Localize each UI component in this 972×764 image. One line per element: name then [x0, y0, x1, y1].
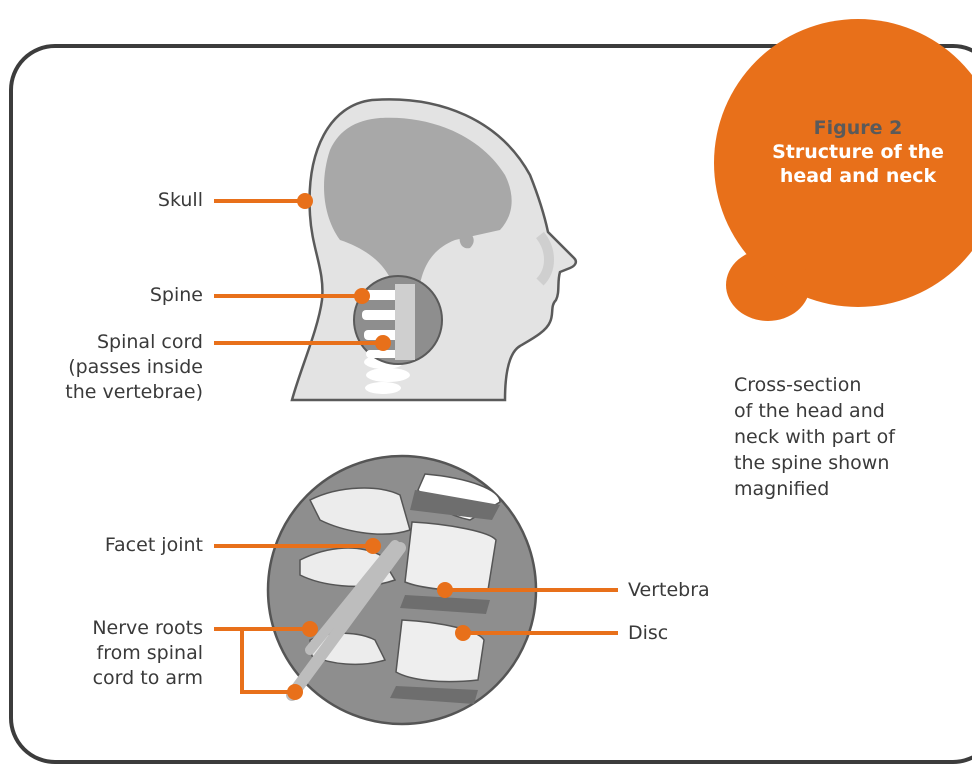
- label-vertebra: Vertebra: [628, 578, 710, 603]
- label-nerve-roots-line-3: cord to arm: [92, 666, 203, 691]
- figure-title-line-2: head and neck: [728, 164, 972, 188]
- figure-number: Figure 2: [728, 116, 972, 140]
- caption-line-2: of the head and: [734, 398, 954, 424]
- caption-line-1: Cross-section: [734, 372, 954, 398]
- label-skull: Skull: [158, 188, 203, 213]
- label-nerve-roots-line-1: Nerve roots: [92, 616, 203, 641]
- caption-line-3: neck with part of: [734, 424, 954, 450]
- caption-line-5: magnified: [734, 476, 954, 502]
- neck-magnifier: [354, 276, 442, 364]
- label-disc: Disc: [628, 621, 668, 646]
- label-facet-joint: Facet joint: [105, 533, 203, 558]
- label-spinal-cord-line-3: the vertebrae): [65, 380, 203, 405]
- label-spinal-cord: Spinal cord (passes inside the vertebrae…: [65, 330, 203, 405]
- head-silhouette: [292, 99, 576, 400]
- caption-line-4: the spine shown: [734, 450, 954, 476]
- label-nerve-roots-line-2: from spinal: [92, 641, 203, 666]
- figure-caption: Cross-section of the head and neck with …: [734, 372, 954, 502]
- figure-title: Figure 2 Structure of the head and neck: [728, 116, 972, 188]
- label-spine: Spine: [150, 283, 203, 308]
- label-spinal-cord-line-2: (passes inside: [65, 355, 203, 380]
- label-nerve-roots: Nerve roots from spinal cord to arm: [92, 616, 203, 691]
- figure-title-line-1: Structure of the: [728, 140, 972, 164]
- label-spinal-cord-line-1: Spinal cord: [65, 330, 203, 355]
